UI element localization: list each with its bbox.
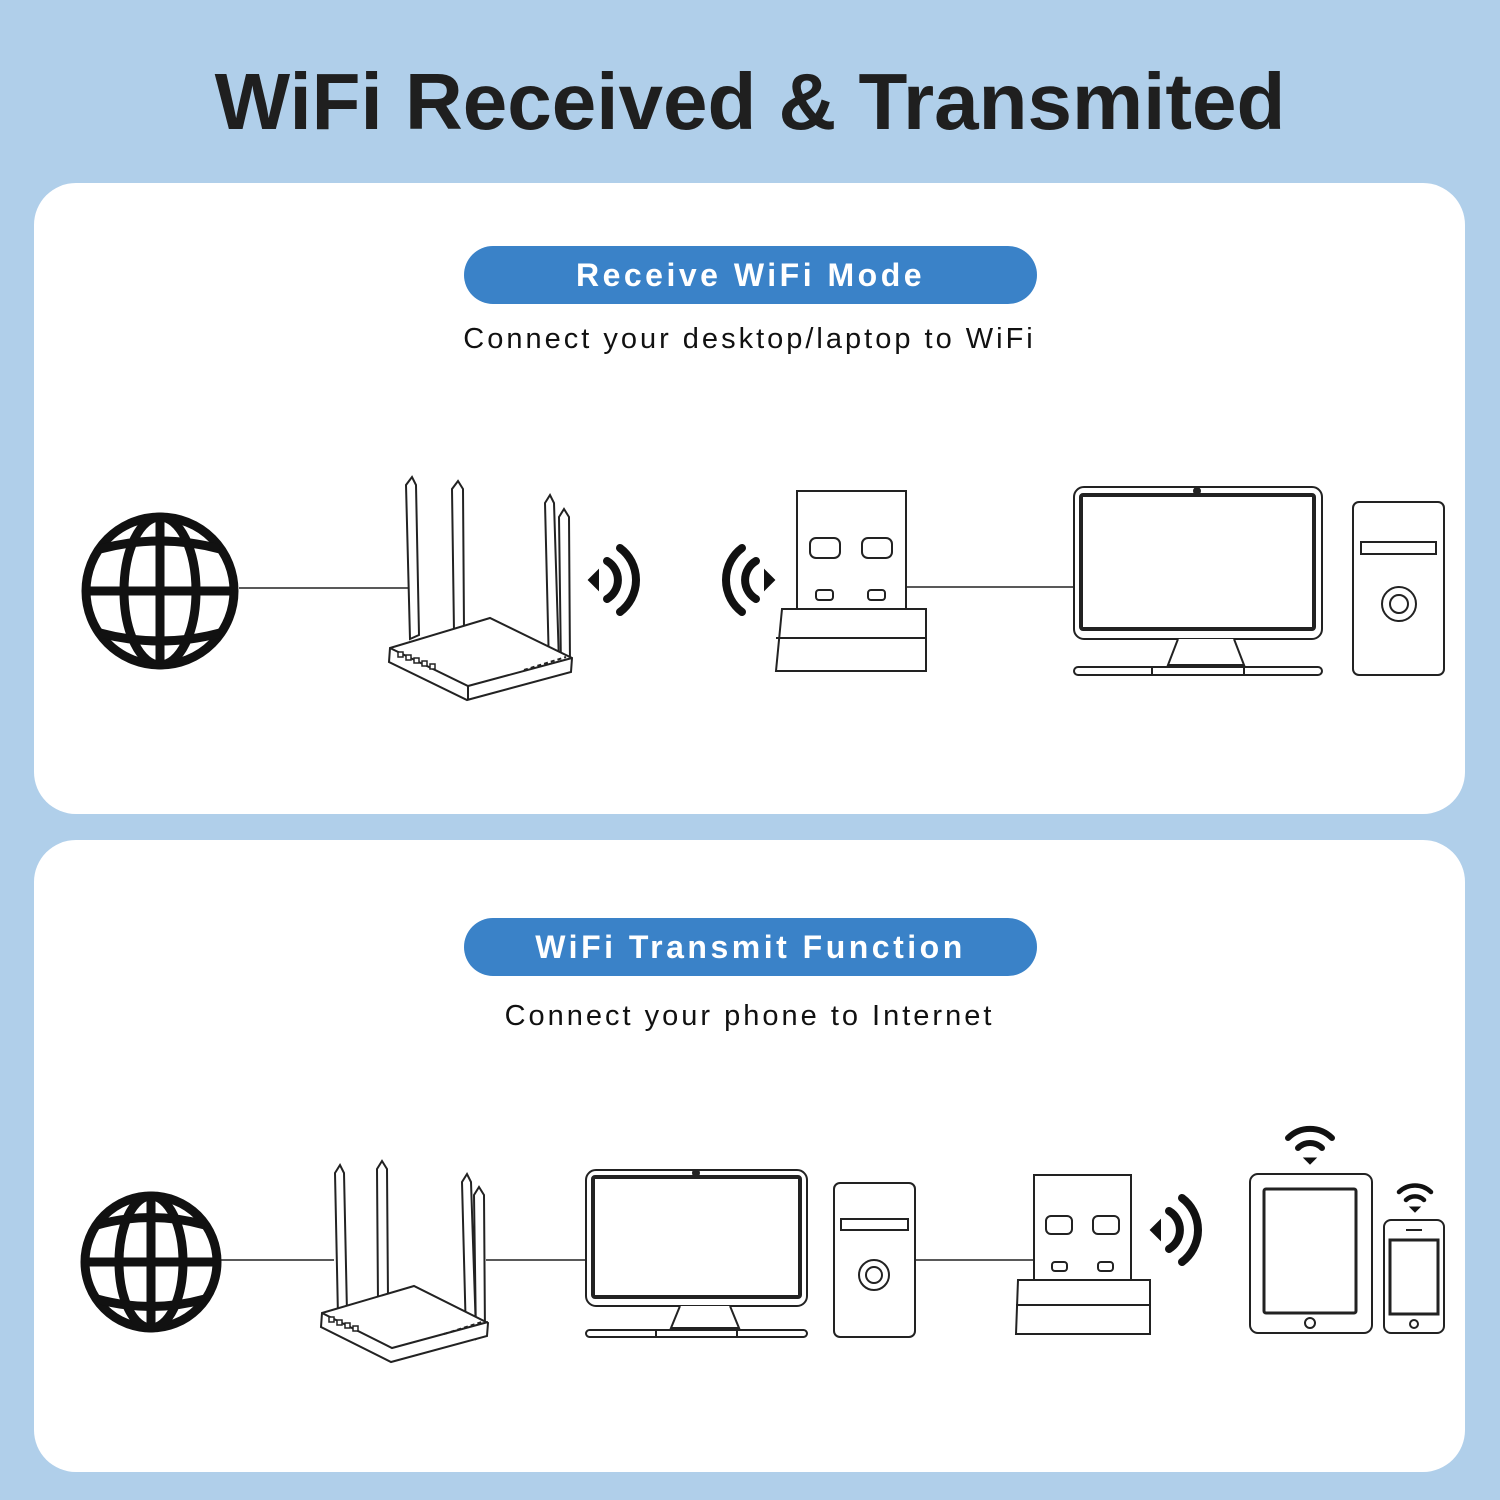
receive-mode-description: Connect your desktop/laptop to WiFi	[463, 323, 1036, 355]
monitor-icon	[1073, 486, 1323, 676]
router-icon	[387, 475, 574, 702]
usb-adapter-icon	[1014, 1174, 1151, 1335]
wifi-signal-icon	[722, 544, 776, 616]
transmit-diagram	[80, 1125, 1445, 1364]
receive-mode-badge: Receive WiFi Mode	[464, 246, 1037, 304]
globe-icon	[81, 512, 239, 670]
transmit-mode-badge: WiFi Transmit Function	[464, 918, 1037, 976]
phone-icon	[1383, 1219, 1445, 1334]
receive-diagram	[81, 475, 1445, 702]
wifi-signal-icon	[1285, 1125, 1335, 1165]
wifi-signal-icon	[1149, 1194, 1202, 1266]
pc-tower-icon	[833, 1182, 916, 1338]
pc-tower-icon	[1352, 501, 1445, 676]
usb-adapter-icon	[774, 490, 927, 672]
wifi-signal-icon	[1396, 1183, 1434, 1213]
wifi-signal-icon	[587, 544, 640, 616]
tablet-icon	[1249, 1173, 1373, 1334]
transmit-mode-panel: WiFi Transmit Function Connect your phon…	[34, 840, 1465, 1472]
globe-icon	[80, 1191, 222, 1333]
receive-mode-panel: Receive WiFi Mode Connect your desktop/l…	[34, 183, 1465, 814]
router-icon	[319, 1159, 490, 1364]
page-title: WiFi Received & Transmited	[214, 57, 1286, 146]
monitor-icon	[585, 1169, 808, 1338]
transmit-mode-description: Connect your phone to Internet	[504, 1000, 995, 1032]
